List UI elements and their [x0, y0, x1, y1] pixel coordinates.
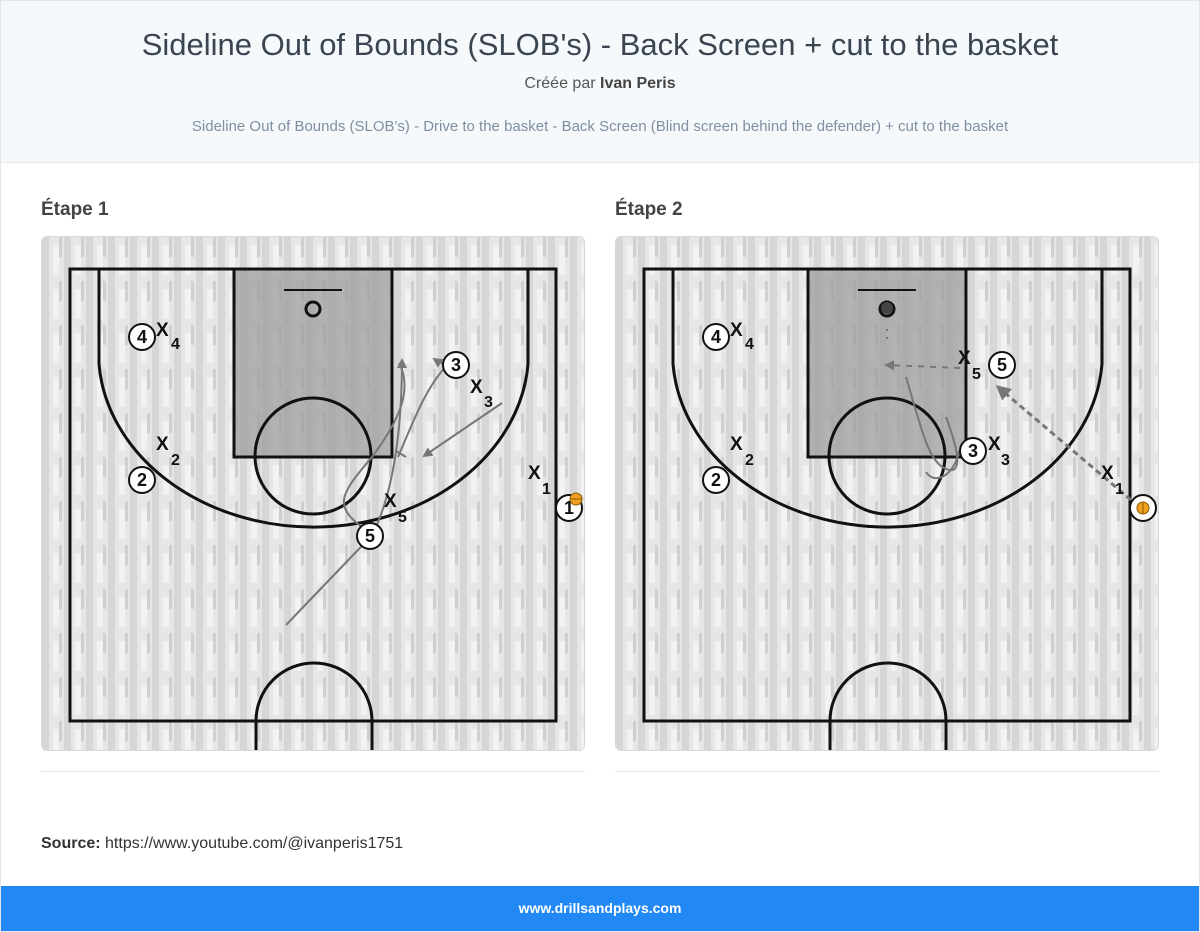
cut-path-3: [905, 376, 959, 472]
source-link[interactable]: https://www.youtube.com/@ivanperis1751: [105, 835, 404, 852]
paint-area: [232, 267, 394, 459]
player-2[interactable]: 2: [702, 466, 730, 494]
pass-to-defender: [422, 402, 503, 458]
three-point-line: [97, 269, 530, 529]
svg-text:2: 2: [745, 452, 754, 469]
step-1-court: 4 3 2 5 1 X 4 X 3: [41, 236, 585, 751]
movement-lines: [884, 329, 1132, 502]
defender-2[interactable]: X 2: [156, 434, 180, 469]
defender-3[interactable]: X 3: [470, 377, 493, 411]
svg-text:X: X: [730, 434, 743, 455]
play-description: Sideline Out of Bounds (SLOB's) - Drive …: [191, 118, 1009, 135]
svg-text:X: X: [156, 320, 169, 341]
step-2-divider: [615, 771, 1159, 772]
defender-2[interactable]: X 2: [730, 434, 754, 469]
svg-text:2: 2: [171, 452, 180, 469]
svg-text:2: 2: [711, 470, 721, 490]
player-3[interactable]: 3: [959, 437, 987, 465]
svg-text:3: 3: [484, 394, 493, 411]
defender-5[interactable]: X 5: [384, 491, 407, 526]
source-line: Source: https://www.youtube.com/@ivanper…: [41, 834, 403, 854]
svg-text:X: X: [156, 434, 169, 455]
svg-text:X: X: [384, 491, 397, 512]
svg-text:4: 4: [171, 336, 180, 353]
svg-text:X: X: [958, 348, 971, 369]
footer: www.drillsandplays.com: [1, 886, 1199, 931]
basketball-icon: [1129, 494, 1157, 522]
cut-path-5: [342, 362, 406, 534]
svg-text:1: 1: [564, 498, 574, 518]
svg-text:5: 5: [365, 526, 375, 546]
basketball-icon: [881, 302, 893, 314]
defender-1[interactable]: X 1: [528, 463, 551, 498]
pass-1-to-5: [995, 385, 1132, 502]
basket-rim: [304, 300, 322, 318]
player-5[interactable]: 5: [988, 351, 1016, 379]
defender-4[interactable]: X 4: [730, 320, 754, 353]
svg-text:4: 4: [137, 327, 147, 347]
author-name[interactable]: Ivan Peris: [600, 75, 676, 92]
svg-text:X: X: [730, 320, 743, 341]
screen-tick: [395, 450, 407, 458]
svg-text:2: 2: [137, 470, 147, 490]
three-point-line: [671, 269, 1104, 529]
step-2-title: Étape 2: [615, 199, 683, 220]
player-2[interactable]: 2: [128, 466, 156, 494]
author-line: Créée par Ivan Peris: [1, 75, 1199, 93]
defender-5[interactable]: X 5: [958, 348, 981, 383]
svg-text:X: X: [470, 377, 483, 398]
created-by-prefix: Créée par: [524, 75, 596, 92]
source-label: Source:: [41, 835, 101, 852]
page-title: Sideline Out of Bounds (SLOB's) - Back S…: [141, 27, 1059, 62]
center-circle: [828, 661, 948, 750]
svg-text:3: 3: [968, 441, 978, 461]
svg-text:5: 5: [398, 509, 407, 526]
step-1-divider: [41, 771, 585, 772]
player-4[interactable]: 4: [128, 323, 156, 351]
defender-1[interactable]: X 1: [1101, 463, 1124, 498]
free-throw-circle: [827, 396, 947, 516]
svg-text:X: X: [988, 434, 1001, 455]
cut-path-3: [397, 364, 448, 458]
player-5[interactable]: 5: [356, 522, 384, 550]
screen-path: [925, 450, 960, 479]
drive-path: [371, 358, 407, 536]
defender-3[interactable]: X 3: [988, 434, 1010, 469]
svg-text:3: 3: [451, 355, 461, 375]
svg-text:X: X: [528, 463, 541, 484]
footer-site-link[interactable]: www.drillsandplays.com: [518, 900, 682, 916]
center-circle: [254, 661, 374, 750]
svg-text:5: 5: [997, 355, 1007, 375]
player-3[interactable]: 3: [442, 351, 470, 379]
svg-text:1: 1: [1115, 481, 1124, 498]
svg-text:4: 4: [745, 336, 754, 353]
svg-text:3: 3: [1001, 452, 1010, 469]
basketball-icon: [569, 492, 583, 506]
player-4[interactable]: 4: [702, 323, 730, 351]
svg-text:X: X: [1101, 463, 1114, 484]
step-1-title: Étape 1: [41, 199, 109, 220]
svg-text:4: 4: [711, 327, 721, 347]
header: Sideline Out of Bounds (SLOB's) - Back S…: [1, 1, 1199, 163]
svg-text:5: 5: [972, 366, 981, 383]
paint-area: [806, 267, 968, 459]
defender-4[interactable]: X 4: [156, 320, 180, 353]
free-throw-circle: [253, 396, 373, 516]
svg-text:1: 1: [542, 481, 551, 498]
step-2-court: 4 5 3 2 X 4 X 5 X 3: [615, 236, 1159, 751]
pass-5-to-basket: [884, 360, 961, 371]
